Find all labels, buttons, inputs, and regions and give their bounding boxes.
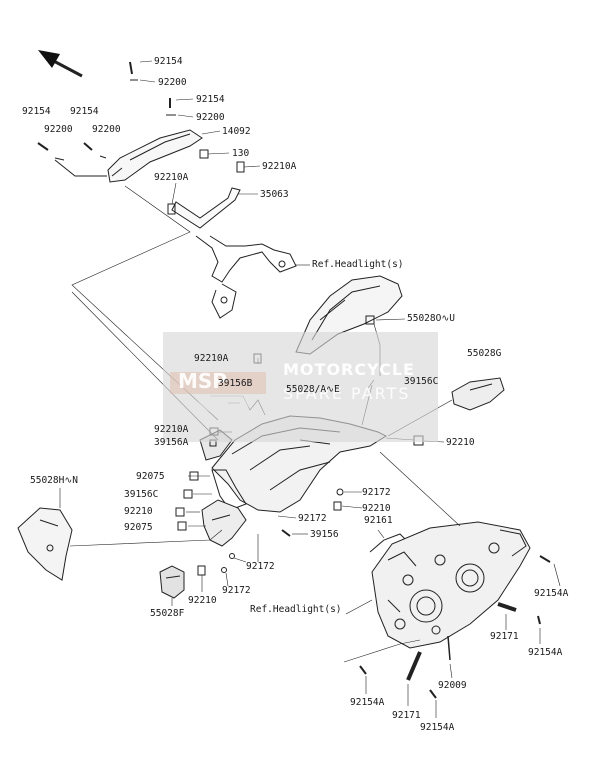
label-92200: 92200 — [92, 124, 121, 135]
cover-55028G — [451, 377, 505, 411]
screw-92172-d — [221, 567, 227, 573]
nut-92075-b — [177, 521, 187, 531]
label-55028O-U: 55028O∿U — [407, 313, 455, 324]
screw-92172-a — [336, 488, 344, 496]
bolt-92154-c — [129, 61, 133, 75]
grommet-92210-d — [197, 565, 206, 576]
label-92210: 92210 — [188, 595, 217, 606]
label-92200: 92200 — [158, 77, 187, 88]
label-92172: 92172 — [246, 561, 275, 572]
label-92210A: 92210A — [154, 172, 189, 183]
harness-92161 — [369, 533, 407, 553]
label-92154: 92154 — [22, 106, 51, 117]
label-14092: 14092 — [222, 126, 251, 137]
bolt-92009 — [447, 635, 451, 661]
grommet-92210-c — [333, 501, 342, 511]
headlight-assembly — [371, 521, 531, 649]
label-39156C: 39156C — [124, 489, 159, 500]
label-92171: 92171 — [490, 631, 519, 642]
label-92172: 92172 — [298, 513, 327, 524]
label-92210A: 92210A — [262, 161, 297, 172]
watermark-title: MOTORCYCLE — [283, 360, 415, 379]
label-92154A: 92154A — [534, 588, 569, 599]
label-92075: 92075 — [124, 522, 153, 533]
bracket-55028F — [159, 565, 185, 599]
washer-92200-b — [99, 155, 107, 159]
stay-35063 — [171, 187, 297, 319]
label-55028G: 55028G — [467, 348, 502, 359]
label-92075: 92075 — [136, 471, 165, 482]
label-55028H-N: 55028H∿N — [30, 475, 78, 486]
label-92210: 92210 — [362, 503, 391, 514]
label-92009: 92009 — [438, 680, 467, 691]
grommet-92210-b — [175, 507, 185, 517]
grommet-92171-b — [406, 651, 422, 681]
label-92210: 92210 — [446, 437, 475, 448]
grommet-92210A-b — [167, 203, 176, 215]
direction-arrow-icon — [38, 50, 83, 78]
clip-39156C-b — [183, 489, 193, 499]
label-92161: 92161 — [364, 515, 393, 526]
label-35063: 35063 — [260, 189, 289, 200]
label-39156B: 39156B — [218, 378, 253, 389]
side-panel-55028H-N — [17, 507, 73, 581]
label-ref-headlight: Ref.Headlight(s) — [250, 604, 342, 615]
part-130 — [199, 149, 209, 159]
bolt-92154A-c — [359, 665, 367, 675]
bolt-92154A-a — [539, 555, 551, 563]
label-92154: 92154 — [70, 106, 99, 117]
label-55028A-E: 55028/A∿E — [286, 384, 340, 395]
label-92172: 92172 — [362, 487, 391, 498]
side-duct — [201, 499, 247, 547]
watermark-box — [163, 332, 438, 442]
label-92172: 92172 — [222, 585, 251, 596]
clip-55028OU — [365, 315, 375, 325]
bolt-92154-a — [37, 142, 49, 151]
label-92171: 92171 — [392, 710, 421, 721]
bracket-14092 — [107, 129, 203, 183]
label-92154A: 92154A — [420, 722, 455, 733]
label-92200: 92200 — [44, 124, 73, 135]
label-ref-headlight: Ref.Headlight(s) — [312, 259, 404, 270]
label-92210A: 92210A — [194, 353, 229, 364]
bolt-92154-b — [83, 142, 93, 151]
bolt-92154A-d — [429, 689, 437, 699]
label-92154: 92154 — [154, 56, 183, 67]
label-92154A: 92154A — [350, 697, 385, 708]
washer-92200-a — [54, 157, 65, 161]
bolt-92154A-b — [537, 615, 541, 625]
screw-92172-c — [229, 553, 235, 559]
watermark-logo: MSP — [178, 369, 227, 393]
clip-39156 — [281, 529, 291, 537]
watermark-subtitle: SPARE PARTS — [283, 384, 411, 403]
label-39156A: 39156A — [154, 437, 189, 448]
label-39156: 39156 — [310, 529, 339, 540]
label-39156C: 39156C — [404, 376, 439, 387]
label-92154A: 92154A — [528, 647, 563, 658]
label-130: 130 — [232, 148, 250, 159]
label-92210: 92210 — [124, 506, 153, 517]
label-55028F: 55028F — [150, 608, 185, 619]
label-92210A: 92210A — [154, 424, 189, 435]
label-92200: 92200 — [196, 112, 225, 123]
grommet-92171-a — [497, 602, 517, 612]
label-92154: 92154 — [196, 94, 225, 105]
grommet-92210A-a — [236, 161, 245, 173]
